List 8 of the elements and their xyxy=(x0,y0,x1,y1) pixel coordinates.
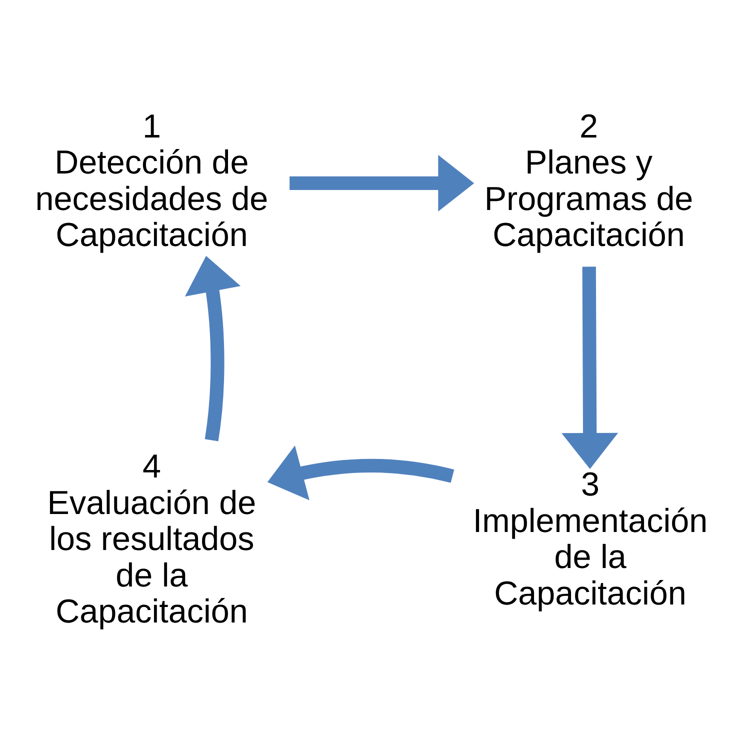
arrow xyxy=(184,255,241,441)
node-text: 2 Planes y Programas de Capacitación xyxy=(484,108,694,254)
arrow xyxy=(562,266,618,468)
arrow xyxy=(267,445,454,500)
node-text: 4 Evaluación de los resultados de la Capacitación xyxy=(47,448,256,630)
arrow xyxy=(290,154,474,212)
node-text: 1 Detección de necesidades de Capacitación xyxy=(35,108,268,254)
node-text: 3 Implementación de la Capacitación xyxy=(472,466,708,612)
